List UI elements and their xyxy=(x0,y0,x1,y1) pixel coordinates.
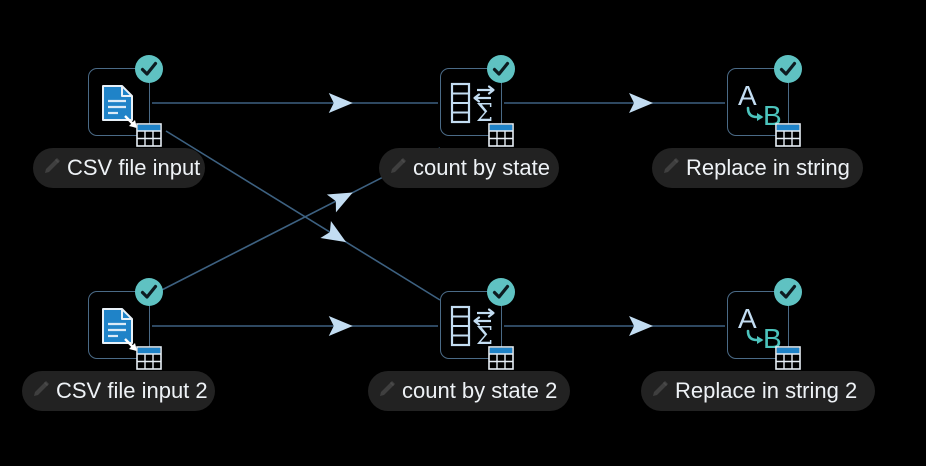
table-output-icon[interactable] xyxy=(488,346,514,370)
table-output-icon[interactable] xyxy=(488,123,514,147)
node-label-text: CSV file input xyxy=(67,155,201,180)
pencil-icon[interactable] xyxy=(30,378,52,400)
svg-text:Σ: Σ xyxy=(476,99,493,127)
node-label-csv-file-input-2[interactable]: CSV file input 2 xyxy=(22,371,215,411)
svg-text:A: A xyxy=(738,303,757,334)
table-output-icon[interactable] xyxy=(775,346,801,370)
pencil-icon[interactable] xyxy=(649,378,671,400)
check-circle-icon xyxy=(135,278,163,306)
node-label-text: count by state 2 xyxy=(402,378,558,403)
pencil-icon[interactable] xyxy=(376,378,398,400)
svg-text:Σ: Σ xyxy=(476,322,493,350)
node-label-text: CSV file input 2 xyxy=(56,378,208,403)
check-circle-icon xyxy=(487,278,515,306)
node-label-text: Replace in string xyxy=(686,155,850,180)
table-output-icon[interactable] xyxy=(136,123,162,147)
node-csv-file-input[interactable] xyxy=(88,55,163,147)
node-label-replace-in-string-2[interactable]: Replace in string 2 xyxy=(641,371,875,411)
node-label-replace-in-string[interactable]: Replace in string xyxy=(652,148,863,188)
pencil-icon[interactable] xyxy=(41,155,63,177)
edge-arrowhead xyxy=(328,93,353,113)
csv-document-icon xyxy=(89,292,151,360)
pencil-icon[interactable] xyxy=(660,155,682,177)
node-label-text: Replace in string 2 xyxy=(675,378,858,403)
edge-arrowhead xyxy=(629,316,654,336)
node-label-text: count by state xyxy=(413,155,550,180)
svg-text:A: A xyxy=(738,80,757,111)
node-label-count-by-state[interactable]: count by state xyxy=(379,148,559,188)
table-output-icon[interactable] xyxy=(136,346,162,370)
group-by-sigma-icon: Σ xyxy=(441,292,503,360)
check-circle-icon xyxy=(774,278,802,306)
table-output-icon[interactable] xyxy=(775,123,801,147)
group-by-sigma-icon: Σ xyxy=(441,69,503,137)
check-circle-icon xyxy=(487,55,515,83)
edge-arrowhead xyxy=(328,316,353,336)
edge-arrowhead xyxy=(629,93,654,113)
node-label-csv-file-input[interactable]: CSV file input xyxy=(33,148,205,188)
node-count-by-state-2[interactable]: Σ xyxy=(440,278,515,370)
edge-arrowhead xyxy=(320,220,347,243)
edge-arrowhead xyxy=(326,192,353,213)
csv-document-icon xyxy=(89,69,151,137)
check-circle-icon xyxy=(774,55,802,83)
node-label-count-by-state-2[interactable]: count by state 2 xyxy=(368,371,570,411)
node-csv-file-input-2[interactable] xyxy=(88,278,163,370)
pencil-icon[interactable] xyxy=(387,155,409,177)
node-count-by-state[interactable]: Σ xyxy=(440,55,515,147)
check-circle-icon xyxy=(135,55,163,83)
